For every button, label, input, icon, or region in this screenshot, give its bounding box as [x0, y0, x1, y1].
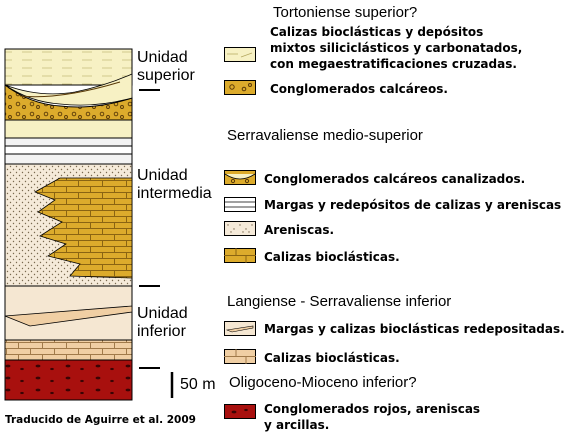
- unit-inferior-label: Unidad inferior: [137, 305, 188, 341]
- swatch-conglomerados-canalizados: [224, 170, 256, 185]
- swatch-margas-calizas: [224, 321, 256, 336]
- swatch-calizas-mixtos: [224, 47, 256, 62]
- legend-margas-redepositos: Margas y redepósitos de calizas y arenis…: [264, 198, 562, 212]
- unit-superior-line-2: superior: [137, 67, 195, 84]
- swatch-conglomerados-rojos: [224, 404, 256, 419]
- legend-conglomerados-rojos-line-1: Conglomerados rojos, areniscas: [264, 402, 481, 416]
- legend-calizas-inferior: Calizas bioclásticas.: [264, 351, 400, 365]
- legend-conglomerados-canalizados: Conglomerados calcáreos canalizados.: [264, 172, 526, 186]
- legend-calizas-intermedia: Calizas bioclásticas.: [264, 250, 400, 264]
- unit-intermedia-line-2: intermedia: [137, 185, 212, 202]
- swatch-calizas-inferior: [224, 349, 256, 364]
- legend-calizas-mixtos-line-1: Calizas bioclásticas y depósitos: [270, 25, 484, 39]
- legend-areniscas: Areniscas.: [264, 223, 335, 237]
- legend-calizas-mixtos-line-3: con megaestratificaciones cruzadas.: [270, 57, 517, 71]
- period-langiense: Langiense - Serravaliense inferior: [227, 293, 452, 310]
- unit-intermedia-label: Unidad intermedia: [137, 167, 212, 203]
- swatch-areniscas: [224, 221, 256, 236]
- period-serravaliense: Serravaliense medio-superior: [227, 127, 423, 144]
- legend-conglomerados-rojos-line-2: y arcillas.: [264, 418, 330, 432]
- credit-text: Traducido de Aguirre et al. 2009: [5, 414, 196, 426]
- unit-inferior-line-1: Unidad: [137, 305, 188, 322]
- unit-superior-line-1: Unidad: [137, 49, 188, 66]
- scale-label: 50 m: [180, 376, 216, 393]
- legend-margas-calizas-redepositadas: Margas y calizas bioclásticas redeposita…: [264, 322, 565, 336]
- period-tortoniense: Tortoniense superior?: [273, 4, 418, 21]
- swatch-margas-redepositos: [224, 197, 256, 212]
- legend-calizas-mixtos-line-2: mixtos siliciclásticos y carbonatados,: [270, 41, 523, 55]
- legend-conglomerados-rojos: Conglomerados rojos, areniscas y arcilla…: [264, 401, 480, 433]
- legend-calizas-mixtos: Calizas bioclásticas y depósitos mixtos …: [270, 24, 522, 72]
- swatch-calizas-intermedia: [224, 248, 256, 263]
- unit-superior-label: Unidad superior: [137, 49, 195, 85]
- legend-conglomerados-calcareos: Conglomerados calcáreos.: [270, 82, 448, 96]
- unit-intermedia-line-1: Unidad: [137, 167, 188, 184]
- unit-inferior-line-2: inferior: [137, 323, 186, 340]
- swatch-conglomerados-calcareos: [224, 80, 256, 95]
- period-oligoceno: Oligoceno-Mioceno inferior?: [229, 374, 417, 391]
